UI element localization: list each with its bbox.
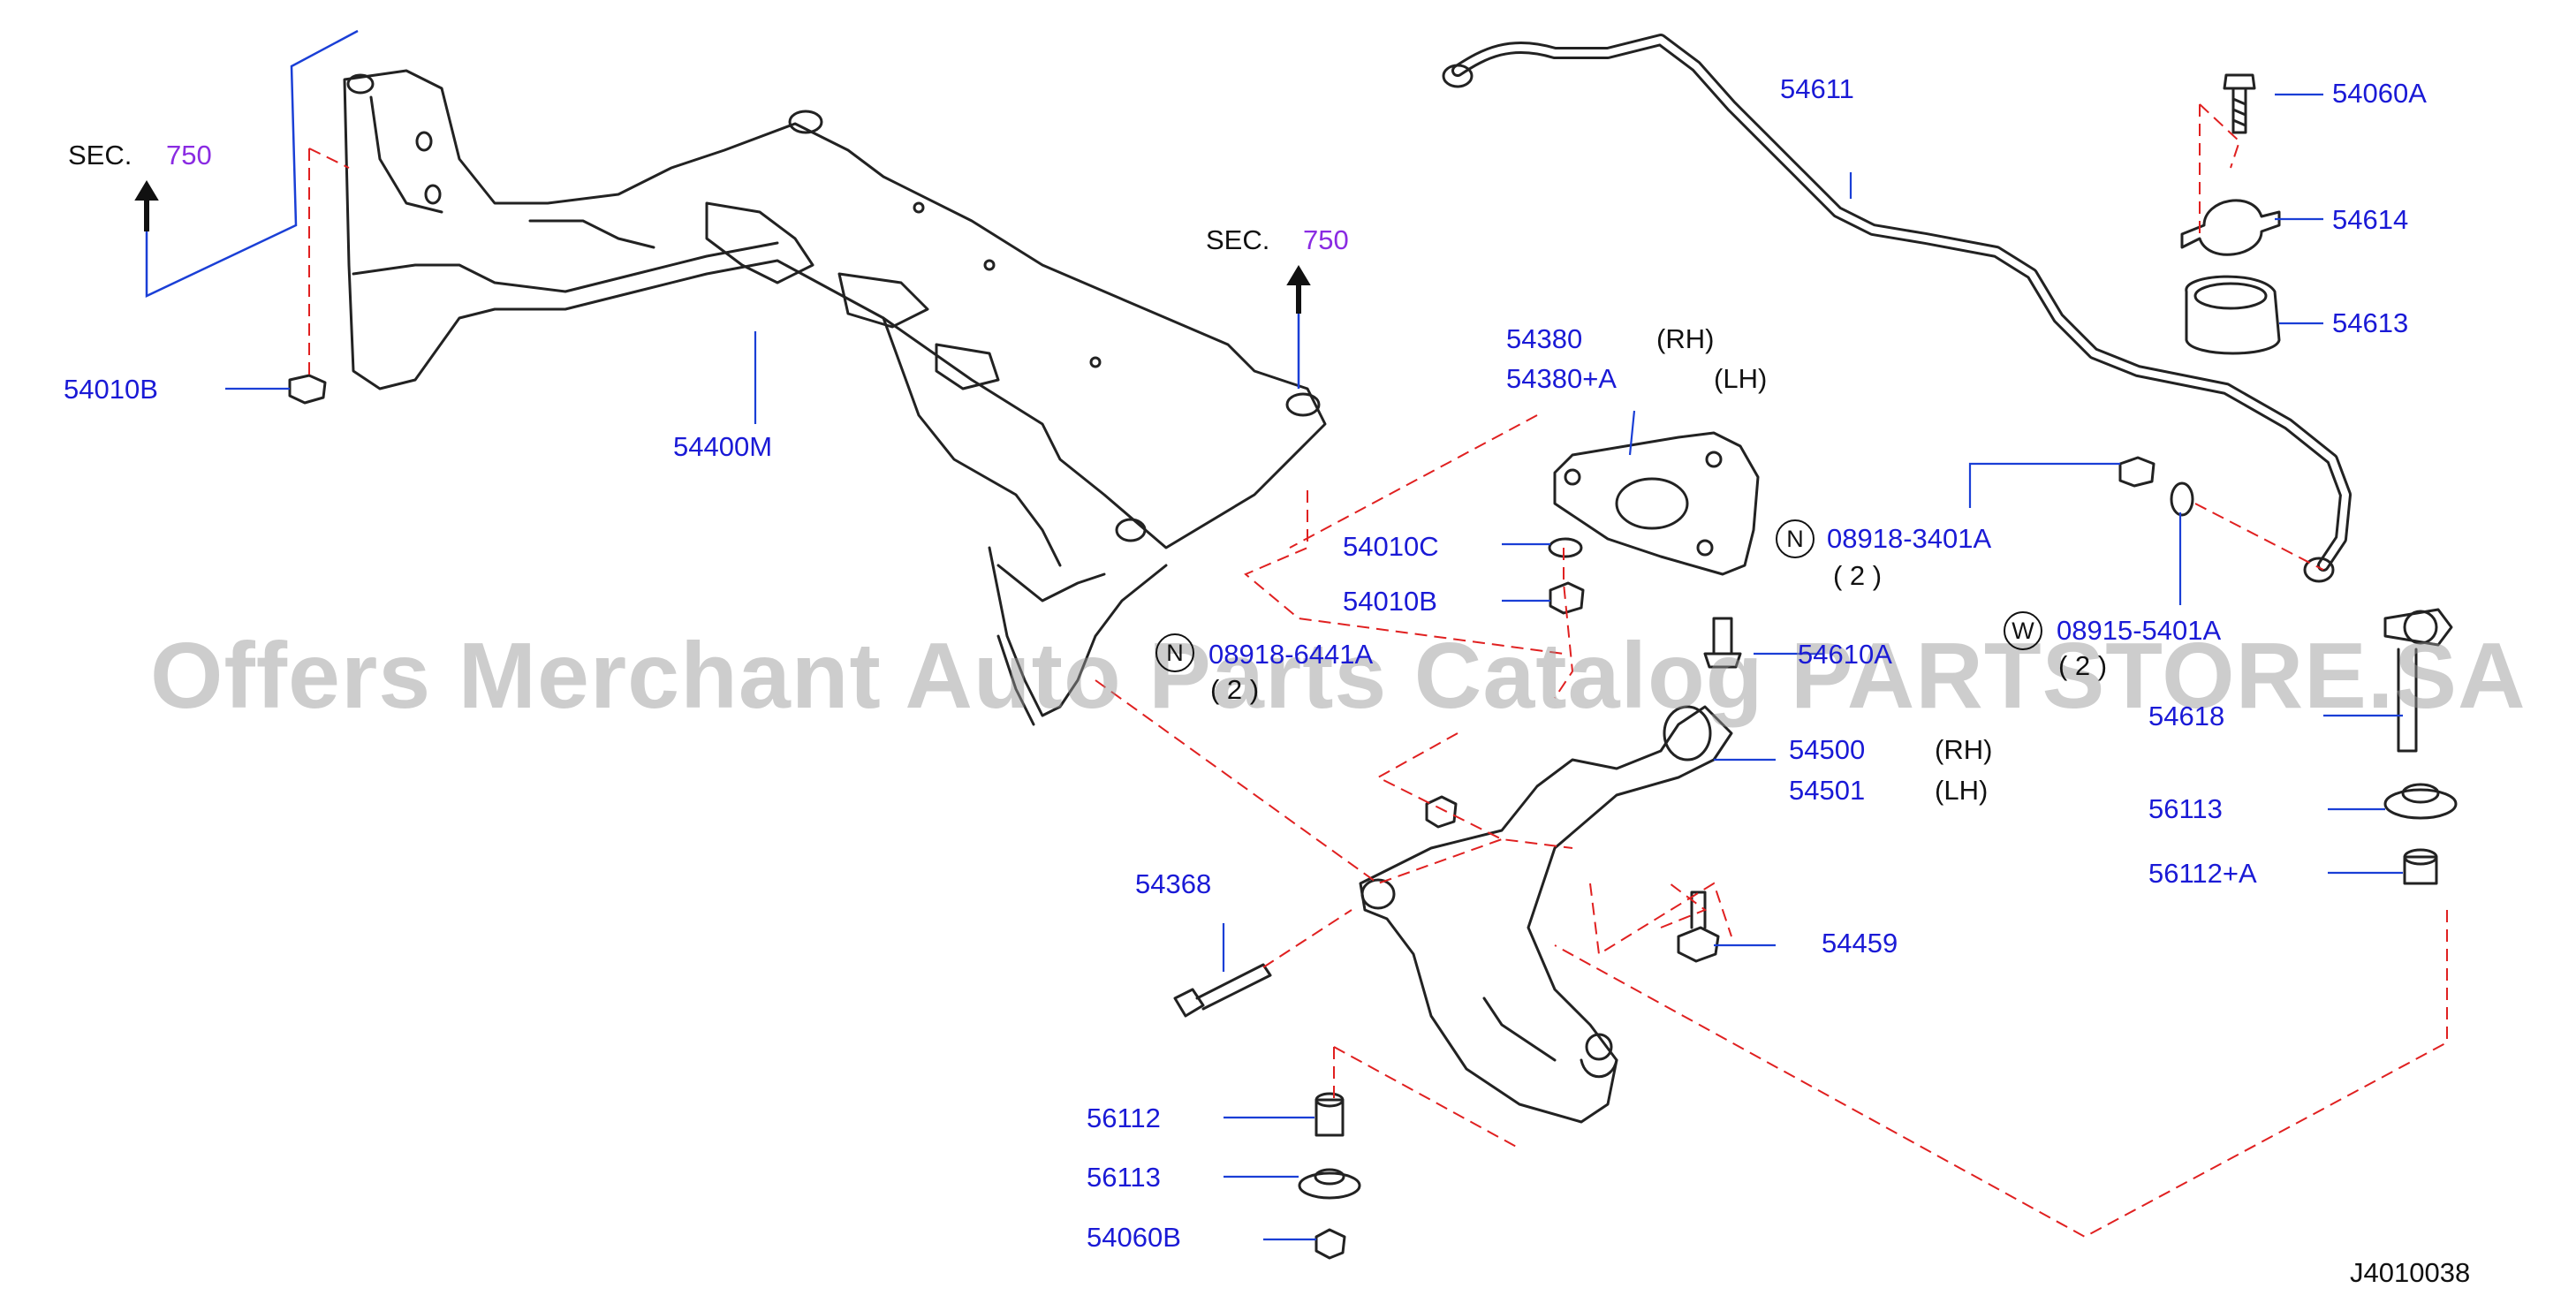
part-label-54380[interactable]: 54380 [1506, 323, 1583, 354]
part-label-54010b[interactable]: 54010B [1343, 586, 1437, 617]
bushing-54613-drawing [2185, 275, 2281, 355]
bolt-54060a-drawing [2223, 73, 2256, 134]
diagram-code: J4010038 [2350, 1257, 2471, 1288]
part-label-54614[interactable]: 54614 [2332, 204, 2409, 235]
section-ref-number[interactable]: 750 [166, 140, 212, 171]
watermark: Offers Merchant Auto Parts Catalog PARTS… [150, 624, 2527, 728]
part-label-54380a[interactable]: 54380+A [1506, 363, 1617, 394]
hardware-drawing [288, 374, 2194, 829]
part-label-54368[interactable]: 54368 [1135, 868, 1212, 899]
mount-plate-54380-drawing [1553, 431, 1760, 576]
section-ref-prefix: SEC. [68, 140, 133, 171]
part-label-54618[interactable]: 54618 [2148, 701, 2225, 731]
bolt-54459-drawing [1677, 890, 1720, 963]
part-label-08915-5401a[interactable]: 08915-5401A [2057, 615, 2222, 646]
stabilizer-bar-drawing [1442, 34, 2352, 583]
quantity-label: ( 2 ) [1210, 674, 1260, 705]
stabilizer-link-54618-drawing [2383, 608, 2453, 753]
part-label-54010c[interactable]: 54010C [1343, 531, 1439, 562]
part-label-56112[interactable]: 56112 [1087, 1103, 1161, 1133]
section-arrows [134, 180, 1311, 314]
section-ref-number[interactable]: 750 [1303, 224, 1349, 255]
bolt-54368-drawing [1173, 963, 1272, 1018]
bottom-hardware-drawing [1298, 1092, 1361, 1260]
leader-lines [225, 93, 2403, 1241]
part-label-56113[interactable]: 56113 [1087, 1162, 1161, 1193]
collar-56112a-drawing [2403, 848, 2438, 885]
section-bracket-lines [145, 29, 1300, 389]
part-label-54400m[interactable]: 54400M [673, 431, 773, 462]
part-label-08918-6441a[interactable]: 08918-6441A [1208, 639, 1374, 670]
part-label-54060b[interactable]: 54060B [1087, 1222, 1181, 1253]
side-label-rh: (RH) [1656, 323, 1715, 354]
nut-type-badge: N [1776, 519, 1815, 558]
part-label-56113[interactable]: 56113 [2148, 793, 2223, 824]
side-label-lh: (LH) [1714, 363, 1768, 394]
control-arm-54500-drawing [1359, 705, 1733, 1124]
washer-type-badge: W [2004, 611, 2042, 650]
part-label-54610a[interactable]: 54610A [1798, 639, 1892, 670]
assembly-dashed-lines [308, 103, 2448, 1239]
rubber-56113-right-drawing [2383, 783, 2458, 820]
quantity-label: ( 2 ) [2058, 650, 2108, 681]
part-label-54060a[interactable]: 54060A [2332, 78, 2427, 109]
quantity-label: ( 2 ) [1833, 560, 1883, 591]
part-label-54500[interactable]: 54500 [1789, 734, 1866, 765]
part-label-56112a[interactable]: 56112+A [2148, 858, 2257, 889]
bracket-54614-drawing [2180, 199, 2281, 256]
subframe-drawing [343, 69, 1327, 726]
section-ref-prefix: SEC. [1206, 224, 1270, 255]
side-label-lh: (LH) [1935, 775, 1989, 806]
part-label-54010b[interactable]: 54010B [64, 374, 158, 405]
part-label-54459[interactable]: 54459 [1822, 928, 1898, 959]
nut-type-badge: N [1155, 633, 1194, 672]
side-label-rh: (RH) [1935, 734, 1993, 765]
part-label-54501[interactable]: 54501 [1789, 775, 1866, 806]
part-label-54611[interactable]: 54611 [1780, 73, 1854, 104]
part-label-54613[interactable]: 54613 [2332, 307, 2409, 338]
part-label-08918-3401a[interactable]: 08918-3401A [1827, 523, 1992, 554]
